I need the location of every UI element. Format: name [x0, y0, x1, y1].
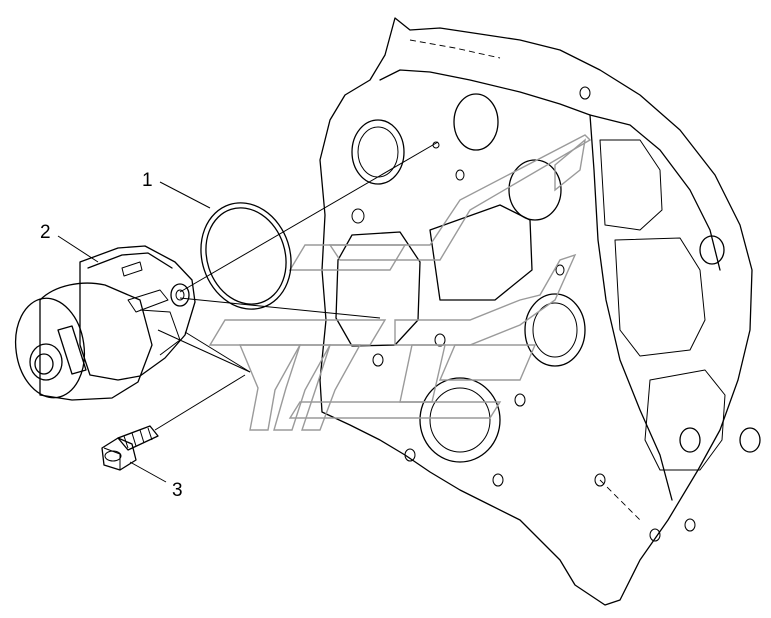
water-pump [14, 245, 196, 401]
engine-block [319, 17, 761, 606]
callout-label-2: 2 [40, 222, 51, 243]
callout-label-3: 3 [172, 480, 183, 501]
bolt [101, 425, 159, 471]
callout-label-1: 1 [142, 170, 153, 191]
watermark-logo [208, 134, 592, 431]
assembly-lines [154, 141, 439, 431]
leader-lines [57, 181, 211, 483]
o-ring [200, 202, 292, 310]
